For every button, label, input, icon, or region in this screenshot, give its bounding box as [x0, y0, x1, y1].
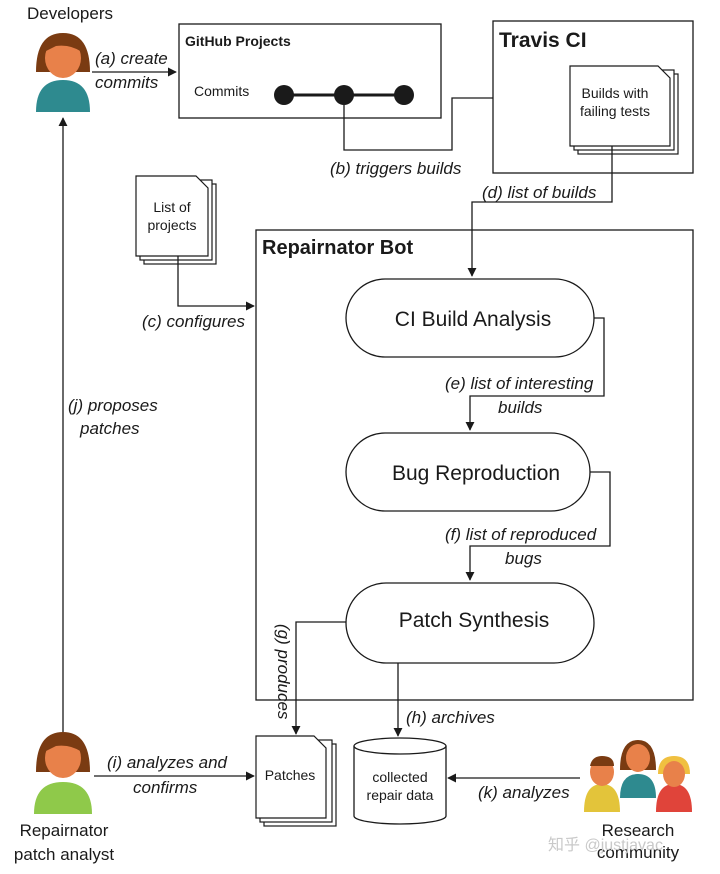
patch-synthesis-label: Patch Synthesis	[399, 609, 550, 632]
database-cylinder-icon	[353, 737, 447, 825]
patch-synthesis-node	[345, 582, 595, 664]
builds-label-2: failing tests	[580, 103, 650, 119]
document-stack-icon	[569, 65, 679, 155]
projects-label-1: List of	[153, 199, 190, 215]
research-label-2: community	[597, 843, 680, 862]
edge-d-label: (d) list of builds	[482, 183, 597, 202]
repair-data-label-2: repair data	[367, 787, 434, 803]
commits-label: Commits	[194, 83, 249, 99]
edge-c-arrow	[177, 256, 255, 311]
commit-node-1	[274, 85, 294, 105]
edge-f-arrow	[465, 471, 611, 581]
github-projects-title: GitHub Projects	[185, 33, 291, 49]
travis-ci-title: Travis CI	[499, 29, 587, 52]
projects-label-2: projects	[147, 217, 196, 233]
edge-a-label-2: commits	[95, 73, 159, 92]
edge-f-label-2: bugs	[505, 549, 542, 568]
edge-h-label: (h) archives	[406, 708, 495, 727]
analyst-label-2: patch analyst	[14, 845, 114, 864]
analyst-person-icon	[34, 732, 92, 814]
repair-data-label-1: collected	[372, 769, 427, 785]
builds-label-1: Builds with	[582, 85, 649, 101]
edge-i-label-2: confirms	[133, 778, 198, 797]
projects-document-icon	[135, 175, 217, 265]
repairnator-bot-box	[255, 229, 694, 701]
edge-e-label-1: (e) list of interesting	[445, 374, 594, 393]
commit-node-2	[334, 85, 354, 105]
bug-reproduction-label: Bug Reproduction	[392, 462, 560, 485]
patches-label: Patches	[265, 767, 316, 783]
research-label-1: Research	[602, 821, 675, 840]
edge-k-label: (k) analyzes	[478, 783, 570, 802]
ci-build-analysis-label: CI Build Analysis	[395, 308, 551, 331]
edge-a-label-1: (a) create	[95, 49, 168, 68]
edge-f-label-1: (f) list of reproduced	[445, 525, 597, 544]
research-group-icon	[584, 740, 692, 812]
analyst-label-1: Repairnator	[20, 821, 109, 840]
edge-g-label: (g) produces	[274, 624, 293, 720]
edge-j-label-2: patches	[79, 419, 140, 438]
edge-c-label: (c) configures	[142, 312, 245, 331]
repairnator-bot-title: Repairnator Bot	[262, 237, 413, 259]
edge-b-arrow	[343, 93, 567, 151]
edge-d-arrow	[467, 146, 613, 277]
edge-g-arrow	[291, 621, 346, 735]
developer-person-icon	[36, 33, 90, 112]
patches-document-icon	[255, 735, 337, 827]
edge-e-label-2: builds	[498, 398, 543, 417]
edge-i-label-1: (i) analyzes and	[107, 753, 228, 772]
edge-j-label-1: (j) proposes	[68, 396, 158, 415]
edge-b-label: (b) triggers builds	[330, 159, 462, 178]
developers-label: Developers	[27, 4, 113, 23]
edge-e-arrow	[465, 317, 605, 431]
commit-node-3	[394, 85, 414, 105]
watermark: 知乎 @justjavac	[548, 836, 663, 854]
